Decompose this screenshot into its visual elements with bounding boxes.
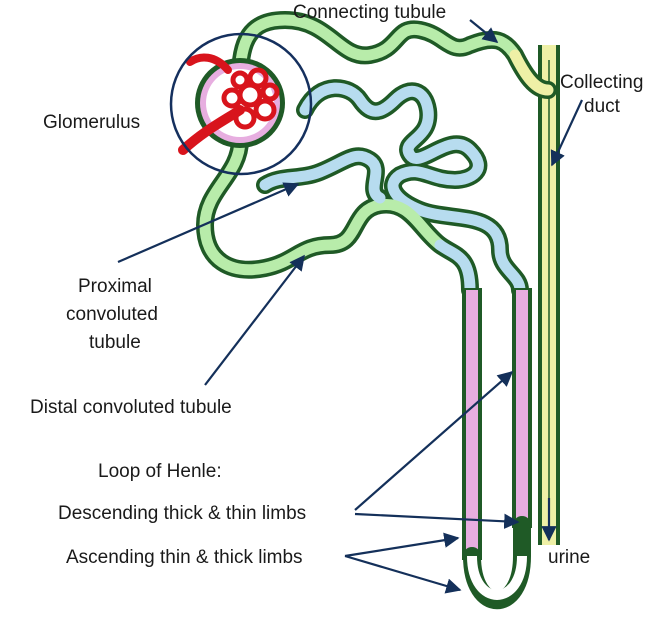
arrow-ascending-1 [344,532,460,558]
label-loop-of-henle: Loop of Henle: [98,461,222,482]
label-connecting-tubule: Connecting tubule [293,2,446,23]
loop-of-henle [462,288,532,609]
arrow-ascending-2 [344,554,462,594]
label-proximal-2: convoluted [66,304,158,325]
label-collecting-duct-1: Collecting [560,72,643,93]
label-distal: Distal convoluted tubule [30,397,232,418]
arrow-proximal [117,182,300,264]
arrow-collecting [550,99,583,167]
label-proximal-1: Proximal [78,276,152,297]
glomerulus-highlight-circle [169,32,313,176]
label-urine: urine [548,547,590,568]
capillary-tuft [221,67,280,130]
glomerulus [169,32,313,176]
label-collecting-duct-2: duct [584,96,621,117]
label-proximal-3: tubule [89,332,141,353]
tubule [196,11,557,299]
label-ascending: Ascending thin & thick limbs [66,547,303,568]
arrow-connecting [469,19,499,43]
arrow-descending-2 [354,512,520,530]
arrow-descending-1 [354,370,514,511]
arrows [117,19,583,594]
label-descending: Descending thick & thin limbs [58,503,306,524]
label-glomerulus: Glomerulus [43,112,140,133]
collecting-duct [538,45,560,545]
arrow-distal [204,254,305,386]
labels: Connecting tubule Collecting duct Glomer… [30,2,643,568]
